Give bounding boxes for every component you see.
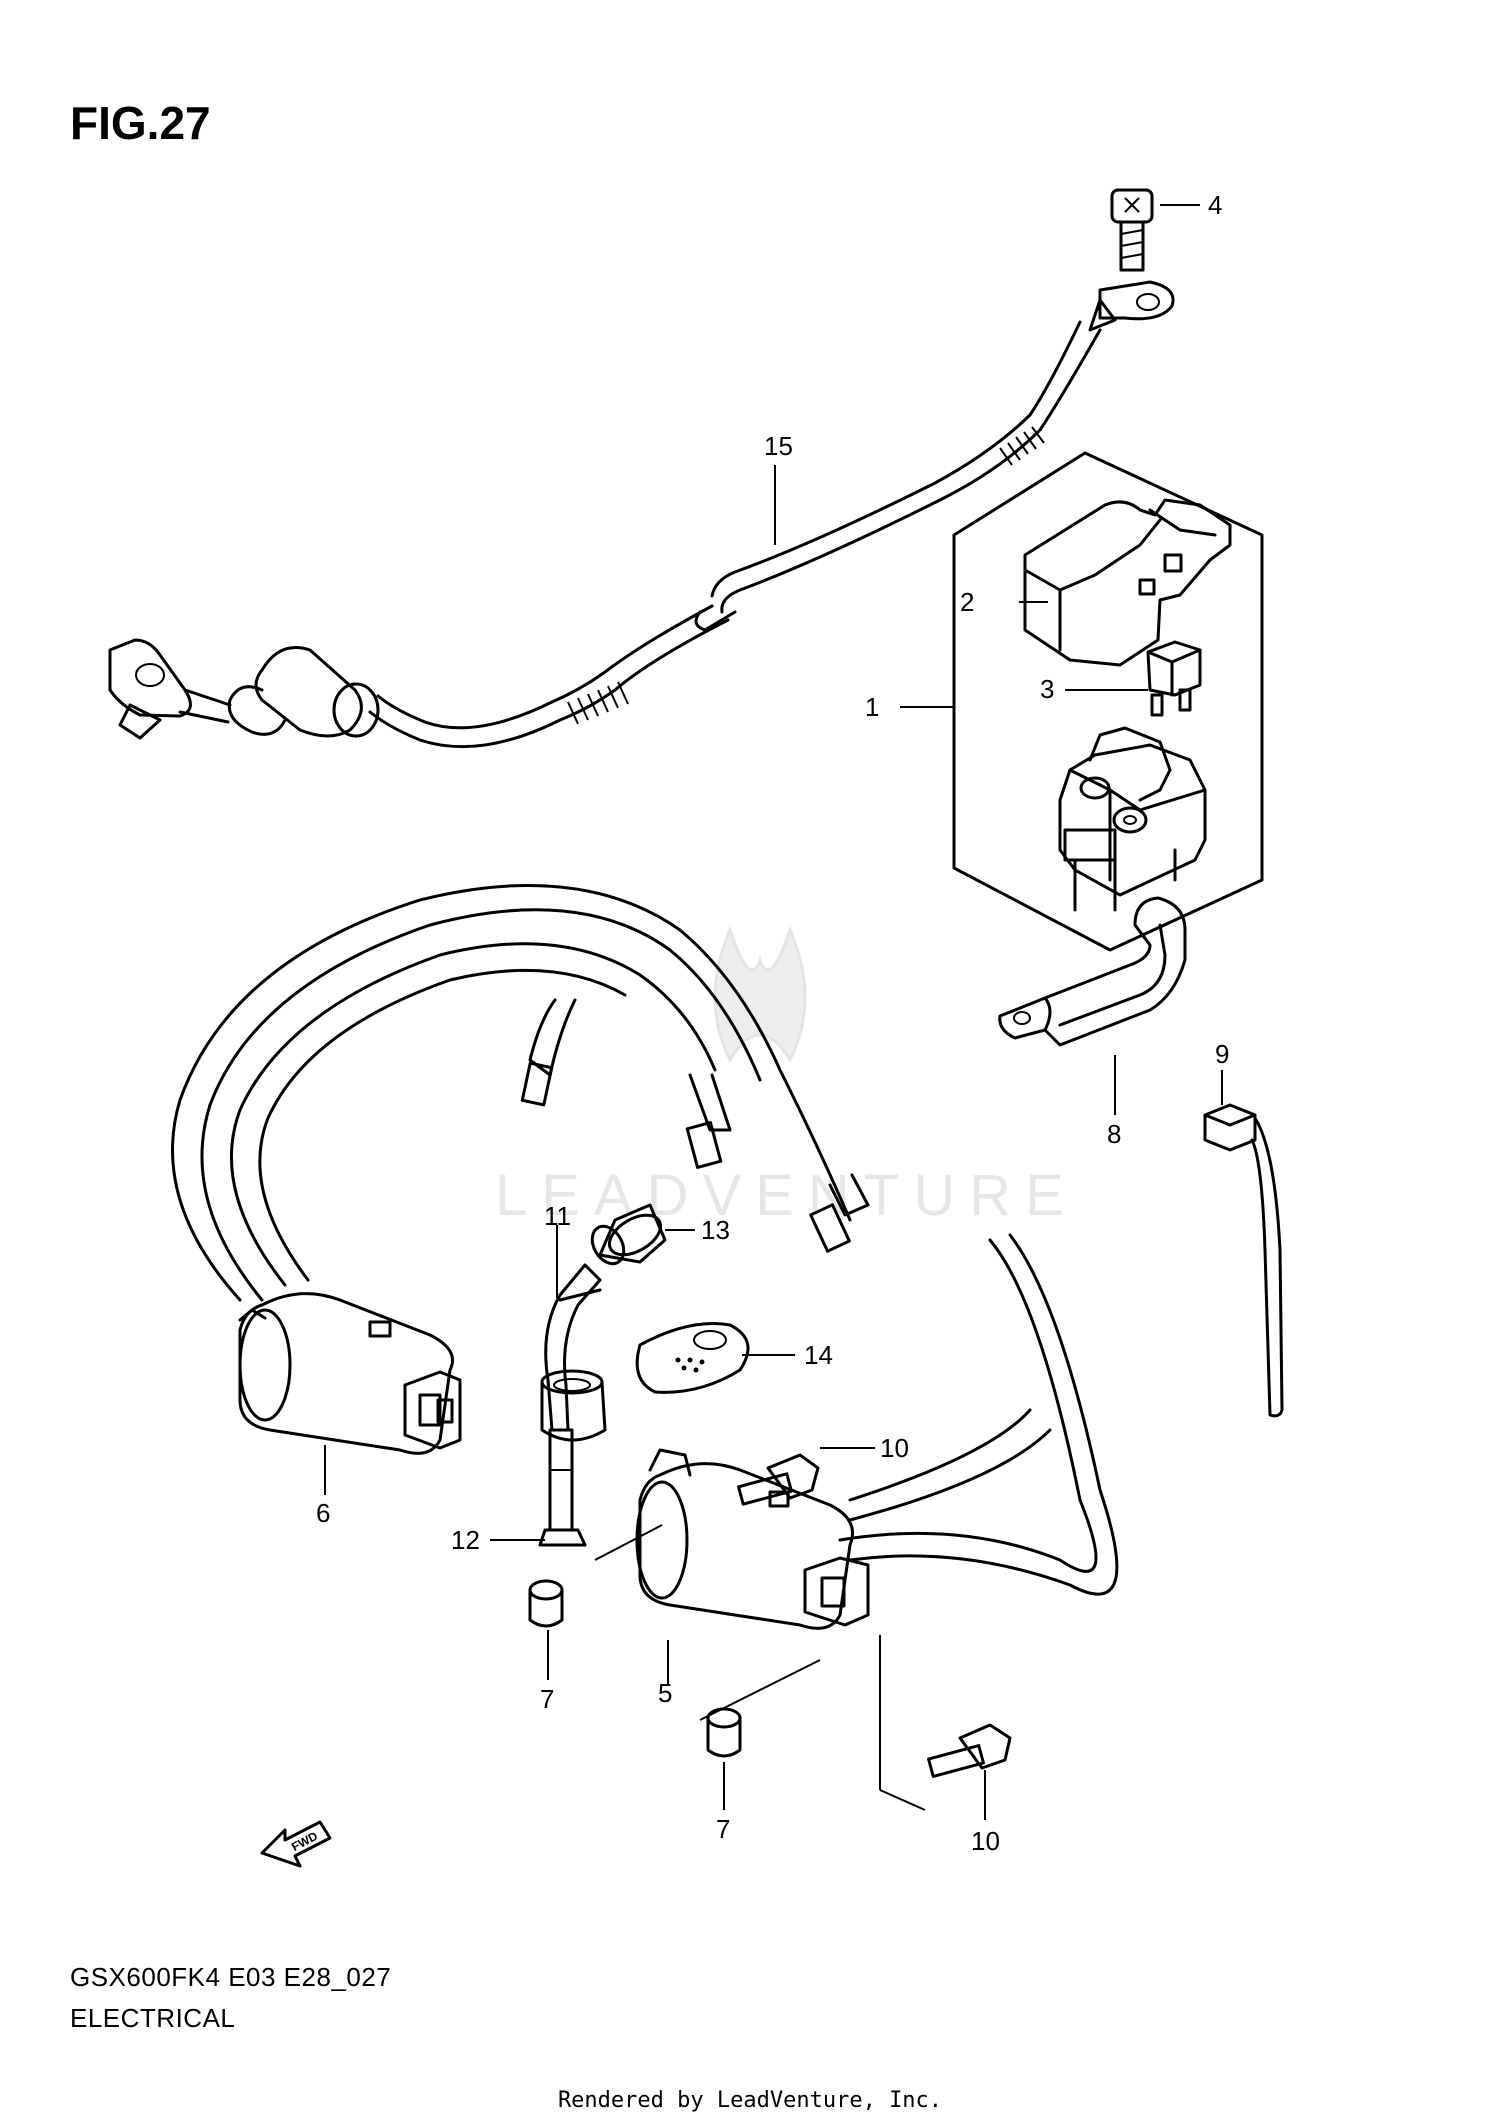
bracket-part-8 — [998, 896, 1187, 1047]
callout-3: 3 — [1040, 674, 1054, 704]
callout-14: 14 — [804, 1340, 833, 1370]
collar-part-7-right — [706, 1707, 742, 1758]
callout-4: 4 — [1208, 190, 1222, 220]
callout-8: 8 — [1107, 1119, 1121, 1149]
callout-5: 5 — [658, 1678, 672, 1708]
section-title: ELECTRICAL — [70, 2003, 236, 2033]
callout-12: 12 — [451, 1525, 480, 1555]
spark-plug-cap-part-11 — [538, 1263, 602, 1547]
footer-credit: Rendered by LeadVenture, Inc. — [557, 2088, 943, 2113]
relay-cover-part-2 — [1023, 498, 1232, 667]
callout-7-left: 7 — [540, 1684, 554, 1714]
rubber-cap-part-12 — [540, 1369, 607, 1442]
grommet-part-13 — [590, 1203, 667, 1266]
leadventure-watermark: LEADVENTURE — [495, 925, 1078, 1228]
watermark-text: LEADVENTURE — [495, 1163, 1078, 1228]
callout-13: 13 — [701, 1215, 730, 1245]
fwd-arrow-icon: FWD — [260, 1820, 332, 1868]
callout-10-lower: 10 — [971, 1826, 1000, 1856]
callout-7-right: 7 — [716, 1814, 730, 1844]
starter-relay-assembly-part-1 — [952, 451, 1264, 952]
callout-15: 15 — [764, 431, 793, 461]
ignition-coil-part-6 — [171, 883, 870, 1455]
cable-sleeve-upper — [999, 426, 1045, 466]
bolt-part-4 — [1110, 188, 1154, 272]
figure-title: FIG.27 — [70, 97, 211, 149]
collar-part-7-left — [528, 1579, 564, 1628]
cable-sleeve-lower — [567, 681, 629, 725]
fuse-part-3 — [1146, 640, 1202, 717]
battery-cable-part-15 — [108, 280, 1175, 749]
callout-9: 9 — [1215, 1039, 1229, 1069]
callout-2: 2 — [960, 587, 974, 617]
callout-10-upper: 10 — [880, 1433, 909, 1463]
relay-body — [1058, 726, 1207, 912]
callout-11: 11 — [544, 1201, 571, 1231]
cable-tie-part-9 — [1203, 1103, 1284, 1418]
ignition-coil-part-5 — [635, 1233, 1119, 1630]
pad-part-14 — [635, 1322, 750, 1394]
callout-6: 6 — [316, 1498, 330, 1528]
callout-1: 1 — [865, 692, 879, 722]
bolt-part-10-lower — [927, 1723, 1012, 1778]
model-code: GSX600FK4 E03 E28_027 — [70, 1962, 392, 1992]
